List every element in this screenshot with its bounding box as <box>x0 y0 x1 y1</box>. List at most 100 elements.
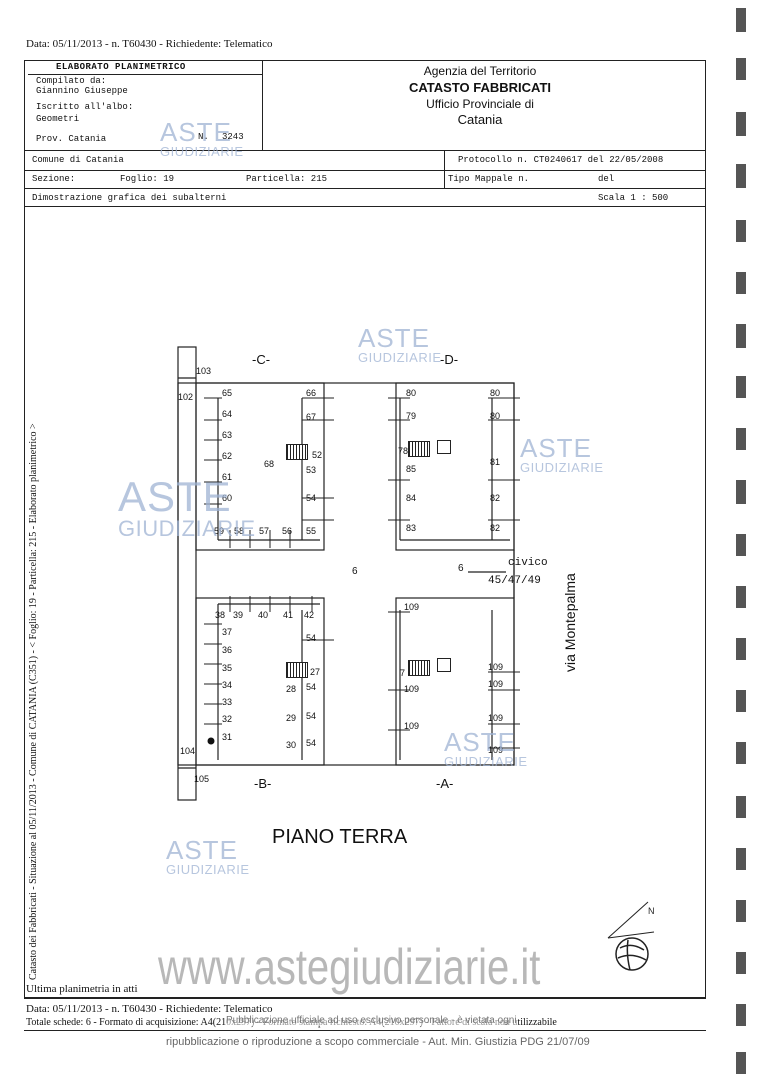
unit-number: 37 <box>222 627 233 637</box>
unit-number: 85 <box>406 464 417 474</box>
document-frame <box>24 60 706 998</box>
binder-hole <box>736 376 746 398</box>
publication-notice-2: ripubblicazione o riproduzione a scopo c… <box>166 1036 590 1048</box>
unit-number: 34 <box>222 680 233 690</box>
unit-number: 103 <box>196 366 212 376</box>
section-a-label: -A- <box>436 776 454 791</box>
unit-number: 105 <box>194 774 210 784</box>
unit-number: 83 <box>406 523 417 533</box>
unit-number: 104 <box>180 746 196 756</box>
binder-hole <box>736 220 746 242</box>
section-c-label: -C- <box>252 352 271 367</box>
unit-number: 64 <box>222 409 233 419</box>
unit-number: 32 <box>222 714 233 724</box>
elaborato-title: ELABORATO PLANIMETRICO <box>56 62 186 72</box>
binder-hole <box>736 848 746 870</box>
svg-text:N: N <box>648 906 655 916</box>
binder-hole <box>736 8 746 32</box>
section-d-label: -D- <box>440 352 459 367</box>
binder-hole <box>736 428 746 450</box>
unit-number: 39 <box>233 610 244 620</box>
sezione-label: Sezione: <box>32 174 76 184</box>
tipo-mappale-label: Tipo Mappale n. <box>448 174 530 184</box>
unit-number: 35 <box>222 663 233 673</box>
catasto-title: CATASTO FABBRICATI <box>408 80 552 95</box>
unit-number: 82 <box>490 493 501 503</box>
lift-icon <box>437 658 451 672</box>
unit-number: 109 <box>488 713 504 723</box>
binder-hole <box>736 164 746 188</box>
binder-hole <box>736 742 746 764</box>
unit-number: 30 <box>286 740 297 750</box>
unit-number: 63 <box>222 430 233 440</box>
unit-number: 42 <box>304 610 315 620</box>
unit-number: 79 <box>406 411 417 421</box>
dimostrazione-label: Dimostrazione grafica dei subalterni <box>32 193 227 203</box>
unit-number: 55 <box>306 526 317 536</box>
particella-label: Particella: 215 <box>246 174 328 184</box>
civico-number: 45/47/49 <box>488 575 541 587</box>
unit-number: 60 <box>222 493 233 503</box>
unit-number: 65 <box>222 388 233 398</box>
unit-number: 57 <box>259 526 270 536</box>
floor-title: PIANO TERRA <box>272 826 408 848</box>
stair-icon <box>408 660 430 676</box>
unit-number: 54 <box>306 711 317 721</box>
binder-hole <box>736 1052 746 1074</box>
unit-number: 52 <box>312 450 323 460</box>
binder-hole <box>736 480 746 504</box>
scala-label: Scala 1 : 500 <box>598 193 669 203</box>
unit-number: 59 <box>214 526 225 536</box>
unit-number: 27 <box>310 667 321 677</box>
unit-number: 78 <box>398 446 409 456</box>
civico-label: civico <box>508 557 548 569</box>
binder-hole <box>736 272 746 294</box>
iscritto-value: Geometri <box>36 114 80 124</box>
foglio-label: Foglio: 19 <box>120 174 175 184</box>
iscritto-label: Iscritto all'albo: <box>36 102 134 112</box>
unit-number: 40 <box>258 610 269 620</box>
unit-number: 109 <box>488 662 504 672</box>
binder-hole <box>736 952 746 974</box>
unit-number: 109 <box>404 721 420 731</box>
unit-number: 54 <box>306 682 317 692</box>
binder-hole <box>736 1004 746 1026</box>
compiler-box: ELABORATO PLANIMETRICO Compilato da: Gia… <box>28 60 263 150</box>
unit-number: 109 <box>488 745 504 755</box>
unit-number: 28 <box>286 684 297 694</box>
unit-number: 54 <box>306 493 317 503</box>
unit-number: 109 <box>404 602 420 612</box>
binder-hole <box>736 900 746 922</box>
unit-number: 53 <box>306 465 317 475</box>
unit-number: 33 <box>222 697 233 707</box>
binder-hole <box>736 324 746 348</box>
binder-hole <box>736 796 746 818</box>
binder-hole <box>736 638 746 660</box>
prov-label: Prov. Catania <box>36 134 107 144</box>
agency-block: Agenzia del Territorio CATASTO FABBRICAT… <box>330 64 630 127</box>
unit-number: 38 <box>215 610 226 620</box>
unit-number: 7 <box>400 668 406 678</box>
comune-label: Comune di Catania <box>32 155 124 165</box>
entry-six: 6 <box>458 563 464 574</box>
section-b-label: -B- <box>254 776 272 791</box>
unit-number: 36 <box>222 645 233 655</box>
lift-icon <box>437 440 451 454</box>
n-label: N. <box>198 132 209 142</box>
unit-number: 80 <box>490 411 501 421</box>
unit-number: 68 <box>264 459 275 469</box>
compilato-label: Compilato da: <box>36 76 107 86</box>
unit-number: 109 <box>488 679 504 689</box>
unit-number: 84 <box>406 493 417 503</box>
compilato-name: Giannino Giuseppe <box>36 86 128 96</box>
unit-number: 61 <box>222 472 233 482</box>
unit-number: 62 <box>222 451 233 461</box>
protocollo-label: Protocollo n. CT0240617 del 22/05/2008 <box>458 155 664 165</box>
unit-number: 67 <box>306 412 317 422</box>
unit-number: 80 <box>406 388 417 398</box>
unit-number: 31 <box>222 732 233 742</box>
courtyard-six: 6 <box>352 566 358 577</box>
stair-icon <box>286 662 308 678</box>
unit-number: 66 <box>306 388 317 398</box>
